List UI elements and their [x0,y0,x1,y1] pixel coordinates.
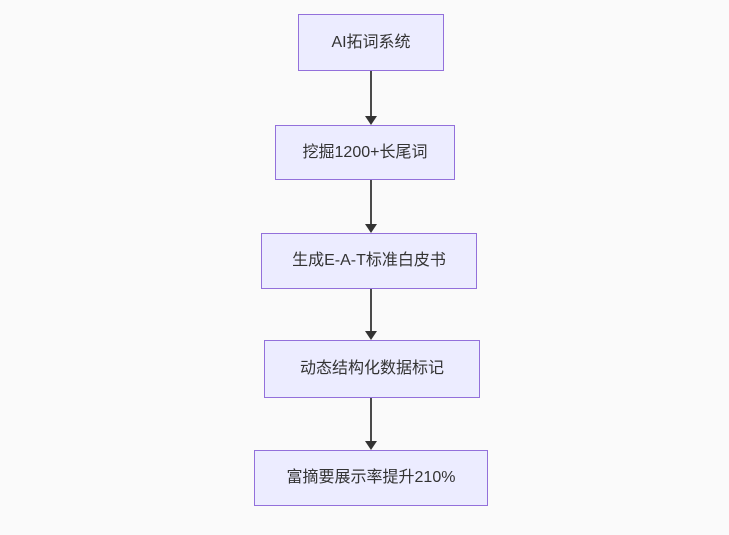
arrow-shaft [370,398,372,441]
arrow-shaft [370,180,372,224]
arrowhead-down-icon [365,224,377,233]
flow-node-eat-whitepaper: 生成E-A-T标准白皮书 [261,233,477,289]
arrowhead-down-icon [365,331,377,340]
flow-node-longtail-keywords: 挖掘1200+长尾词 [275,125,455,180]
flow-node-rich-snippet-rate: 富摘要展示率提升210% [254,450,488,506]
flow-arrow-2 [364,180,378,233]
arrow-shaft [370,289,372,331]
flow-arrow-1 [364,71,378,125]
flow-arrow-4 [364,398,378,450]
flow-node-ai-word-expansion-system: AI拓词系统 [298,14,444,71]
arrow-shaft [370,71,372,116]
flow-arrow-3 [364,289,378,340]
arrowhead-down-icon [365,441,377,450]
flow-node-structured-data-markup: 动态结构化数据标记 [264,340,480,398]
arrowhead-down-icon [365,116,377,125]
